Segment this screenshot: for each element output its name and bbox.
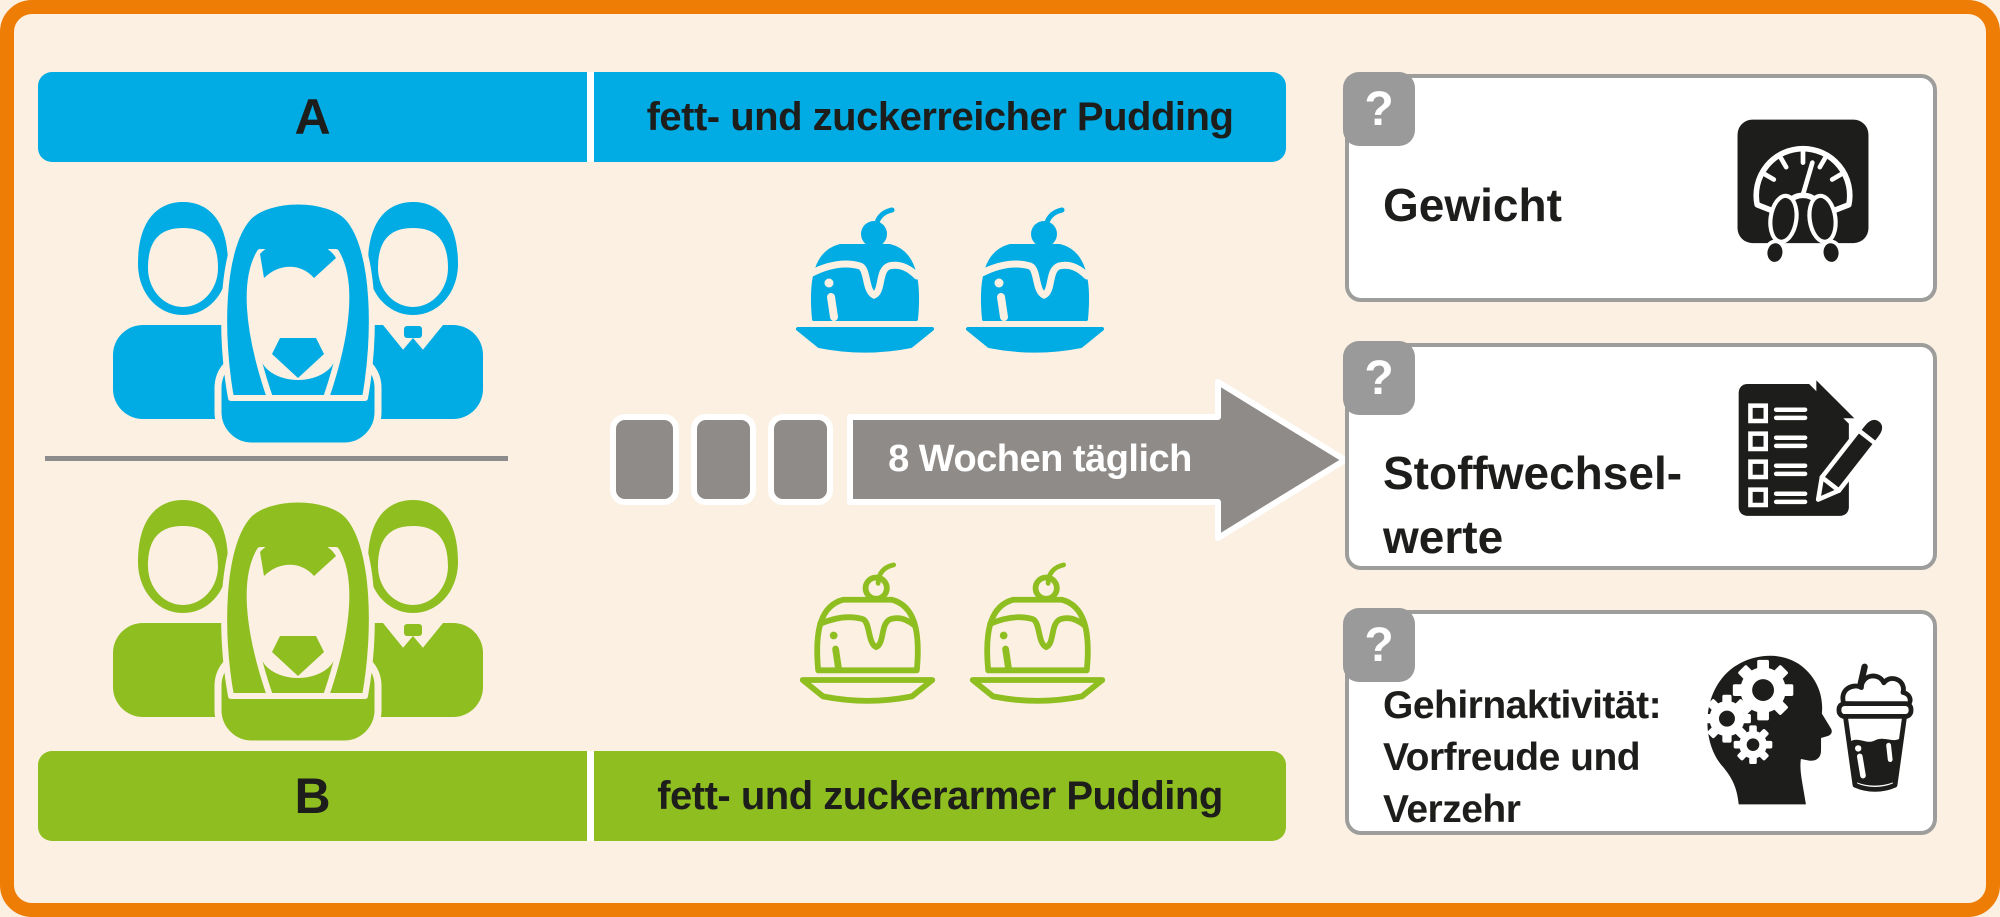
milkshake-icon [1836, 663, 1914, 792]
outcome-title: Stoffwechsel- werte [1383, 447, 1683, 564]
foot-right [1807, 193, 1843, 266]
head-with-gears-icon [1703, 655, 1832, 805]
outcome-card-gewicht: ? Gewicht [1343, 72, 1937, 302]
group-a-people-icon [68, 188, 528, 450]
checklist-with-pencil-icon [1738, 380, 1885, 516]
bar-divider [587, 751, 594, 841]
outcome-title: Gewicht [1383, 179, 1562, 231]
outcome-card-gehirnaktivitaet: ? Gehirnaktivität: Vorfreude und Verzehr [1343, 608, 1937, 835]
bathroom-scale-icon [1737, 119, 1869, 266]
arrow-body [847, 379, 1348, 541]
group-b-people-icon [68, 486, 528, 748]
groups-divider-line [45, 456, 508, 461]
gear-icon [1732, 659, 1794, 721]
group-a-bar: A fett- und zuckerreicher Pudding [38, 72, 1286, 162]
gear-icon [1733, 725, 1773, 764]
timeline-arrow-icon [610, 379, 1348, 541]
group-b-bar: B fett- und zuckerarmer Pudding [38, 751, 1286, 841]
timeline-arrow-label: 8 Wochen täglich [888, 438, 1192, 480]
pudding-filled-icon [790, 207, 940, 359]
timeline-step-icon [610, 414, 679, 505]
pudding-outline-icon [795, 562, 940, 709]
timeline-step-icon [691, 414, 756, 505]
outcome-title: Gehirnaktivität: Vorfreude und Verzehr [1383, 684, 1662, 831]
question-badge: ? [1343, 72, 1415, 146]
foot-left [1763, 193, 1799, 266]
gear-icon [1703, 694, 1751, 743]
group-b-letter: B [294, 768, 331, 824]
pudding-filled-icon [960, 207, 1110, 359]
outcome-card-stoffwechselwerte: ? Stoffwechsel- werte [1343, 341, 1937, 570]
group-a-letter: A [294, 89, 331, 145]
question-badge: ? [1343, 608, 1415, 682]
timeline-step-icon [768, 414, 833, 505]
pencil-icon [1815, 415, 1885, 502]
question-badge: ? [1343, 341, 1415, 415]
group-b-treatment: fett- und zuckerarmer Pudding [657, 773, 1223, 818]
group-a-treatment: fett- und zuckerreicher Pudding [646, 94, 1234, 139]
bar-divider [587, 72, 594, 162]
pudding-outline-icon [965, 562, 1110, 709]
